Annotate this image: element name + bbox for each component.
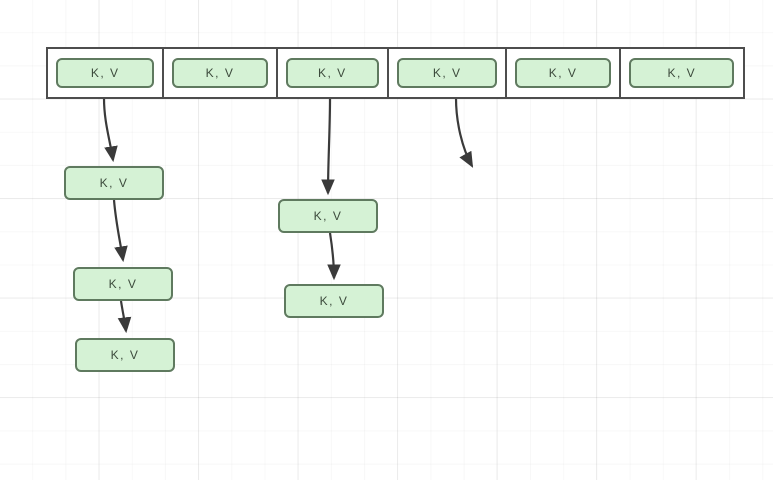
chain-node-b0-0[interactable]: K, V — [64, 166, 164, 200]
bucket-node-label-5: K, V — [667, 66, 697, 80]
chain-node-label-b2-0: K, V — [313, 209, 343, 223]
bucket-node-label-3: K, V — [432, 66, 462, 80]
chain-node-label-b2-1: K, V — [319, 294, 349, 308]
edge-bucket2-to-node1 — [321, 97, 335, 196]
bucket-node-5[interactable]: K, V — [629, 58, 735, 88]
bucket-cell-1[interactable]: K, V — [164, 49, 278, 97]
edge-node2-to-node3 — [117, 300, 132, 334]
chain-node-label-b0-2: K, V — [110, 348, 140, 362]
edge-bucket3-dangling — [454, 97, 474, 168]
chain-node-b0-2[interactable]: K, V — [75, 338, 175, 372]
bucket-node-label-1: K, V — [205, 66, 235, 80]
chain-node-b2-1[interactable]: K, V — [284, 284, 384, 318]
chain-node-label-b0-0: K, V — [99, 176, 129, 190]
bucket-cell-4[interactable]: K, V — [507, 49, 621, 97]
bucket-node-label-2: K, V — [318, 66, 347, 80]
edge-bucket0-to-node1 — [102, 97, 118, 163]
bucket-cell-0[interactable]: K, V — [48, 49, 165, 97]
bucket-cell-3[interactable]: K, V — [389, 49, 508, 97]
chain-node-b2-0[interactable]: K, V — [278, 199, 378, 233]
bucket-node-label-4: K, V — [548, 66, 578, 80]
bucket-node-4[interactable]: K, V — [515, 58, 611, 88]
edge-middle-node1-to-node2 — [327, 232, 341, 281]
chain-node-label-b0-1: K, V — [108, 277, 138, 291]
edge-node1-to-node2 — [112, 199, 128, 263]
bucket-array: K, V K, V K, V K, V K, V K, V — [46, 47, 745, 99]
bucket-node-3[interactable]: K, V — [397, 58, 498, 88]
bucket-node-label-0: K, V — [90, 66, 120, 80]
bucket-node-2[interactable]: K, V — [285, 58, 380, 88]
bucket-node-0[interactable]: K, V — [56, 58, 155, 88]
chain-node-b0-1[interactable]: K, V — [73, 267, 173, 301]
bucket-cell-2[interactable]: K, V — [278, 49, 390, 97]
bucket-cell-5[interactable]: K, V — [621, 49, 743, 97]
bucket-node-1[interactable]: K, V — [172, 58, 268, 88]
